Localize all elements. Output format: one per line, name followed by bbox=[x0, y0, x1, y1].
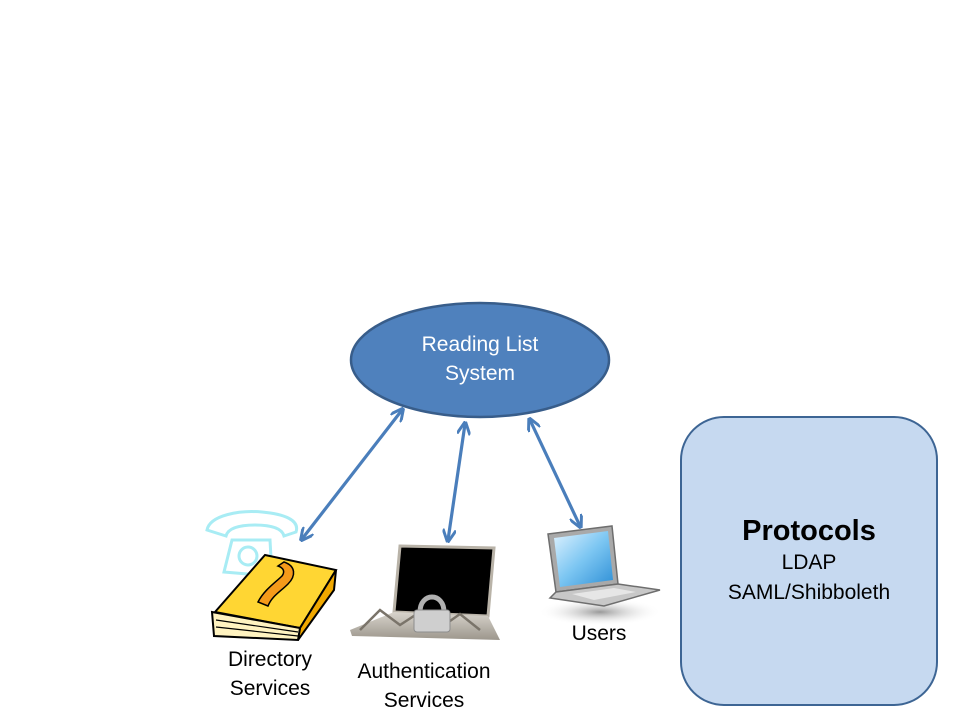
reading-list-system-label: Reading List System bbox=[350, 330, 610, 388]
users-label: Users bbox=[549, 619, 649, 648]
arrow-users bbox=[530, 420, 580, 526]
protocol-saml-shibboleth: SAML/Shibboleth bbox=[727, 581, 891, 604]
arrow-directory bbox=[302, 410, 402, 539]
users-label-line1: Users bbox=[571, 622, 627, 645]
authentication-services-label: Authentication Services bbox=[334, 657, 514, 715]
phonebook-icon bbox=[205, 510, 338, 642]
arrow-authentication bbox=[448, 424, 465, 540]
locked-laptop-icon bbox=[350, 544, 500, 640]
directory-label-line1: Directory bbox=[227, 648, 312, 671]
central-node-line2: System bbox=[444, 362, 515, 385]
laptop-icon bbox=[538, 525, 662, 626]
protocols-box: Protocols LDAP SAML/Shibboleth bbox=[680, 416, 938, 706]
directory-services-label: Directory Services bbox=[210, 645, 330, 703]
protocol-ldap: LDAP bbox=[781, 551, 837, 574]
auth-label-line1: Authentication bbox=[357, 660, 491, 683]
central-node-line1: Reading List bbox=[421, 333, 539, 356]
protocols-title: Protocols bbox=[742, 515, 876, 547]
auth-label-line2: Services bbox=[383, 689, 465, 712]
reading-list-system-node[interactable] bbox=[349, 301, 611, 419]
directory-label-line2: Services bbox=[229, 677, 311, 700]
